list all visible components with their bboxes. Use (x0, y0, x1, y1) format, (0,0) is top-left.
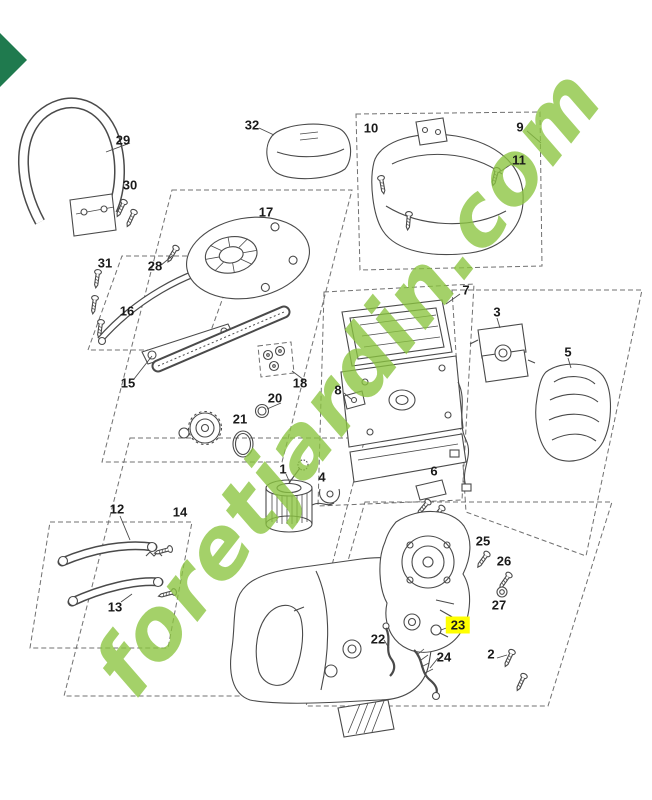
group-box-air-filter (317, 283, 475, 507)
part-label-15[interactable]: 15 (120, 375, 136, 391)
side-cover-drawing (535, 363, 611, 462)
part-label-3[interactable]: 3 (493, 304, 501, 320)
part-label-5[interactable]: 5 (564, 344, 572, 360)
air-filter-housing-drawing (340, 299, 467, 483)
part-label-32[interactable]: 32 (244, 117, 260, 133)
part-label-2[interactable]: 2 (487, 646, 495, 662)
part-label-20[interactable]: 20 (267, 390, 283, 406)
washer-drawing (254, 403, 270, 419)
clutch-cover-drawing (185, 216, 311, 300)
part-label-30[interactable]: 30 (122, 177, 138, 193)
part-label-18[interactable]: 18 (292, 375, 308, 391)
carburetor-drawing (469, 323, 536, 383)
group-box-top-shroud (355, 111, 543, 271)
part-label-21[interactable]: 21 (232, 411, 248, 427)
part-label-24[interactable]: 24 (436, 649, 452, 665)
shroud-drawing (371, 117, 524, 256)
buffers-drawing (262, 345, 286, 372)
part-label-22[interactable]: 22 (370, 631, 386, 647)
filter-bracket-drawing (343, 390, 366, 410)
wiring-harness-drawing (414, 381, 472, 523)
hose-24-drawing (413, 648, 441, 701)
group-box-clutch-cover (101, 189, 353, 463)
group-box-motor (63, 437, 366, 697)
motor-drawing (265, 459, 335, 533)
top-cover-drawing (266, 123, 352, 180)
clip-drawing (319, 488, 341, 504)
part-label-1[interactable]: 1 (279, 461, 287, 477)
part-label-6[interactable]: 6 (430, 463, 438, 479)
hand-guard-levers-drawing (57, 541, 178, 607)
plugs-drawing (474, 549, 514, 598)
part-label-13[interactable]: 13 (107, 599, 123, 615)
part-label-27[interactable]: 27 (491, 597, 507, 613)
group-box-hand-guard (29, 521, 193, 649)
part-label-16[interactable]: 16 (119, 303, 135, 319)
part-label-25[interactable]: 25 (475, 533, 491, 549)
group-box-crankcase (305, 501, 613, 707)
part-label-4[interactable]: 4 (318, 469, 326, 485)
part-label-23[interactable]: 23 (445, 616, 471, 634)
leader-lines (105, 127, 572, 669)
part-label-29[interactable]: 29 (115, 132, 131, 148)
part-label-17[interactable]: 17 (258, 204, 274, 220)
vent-grille-drawing (337, 699, 395, 738)
corner-triangle-decoration (0, 33, 27, 87)
part-label-28[interactable]: 28 (147, 258, 163, 274)
hose-22-drawing (382, 622, 396, 677)
part-label-26[interactable]: 26 (496, 553, 512, 569)
clutch-drum-drawing (178, 410, 254, 458)
part-label-14[interactable]: 14 (172, 504, 188, 520)
part-label-31[interactable]: 31 (97, 255, 113, 271)
chain-loop-drawing (151, 305, 291, 373)
part-label-8[interactable]: 8 (334, 382, 342, 398)
part-label-12[interactable]: 12 (109, 501, 125, 517)
part-label-9[interactable]: 9 (516, 119, 524, 135)
part-label-10[interactable]: 10 (363, 120, 379, 136)
handlebar-drawing (18, 97, 125, 237)
part-label-7[interactable]: 7 (462, 282, 470, 298)
part-label-11[interactable]: 11 (512, 152, 526, 168)
